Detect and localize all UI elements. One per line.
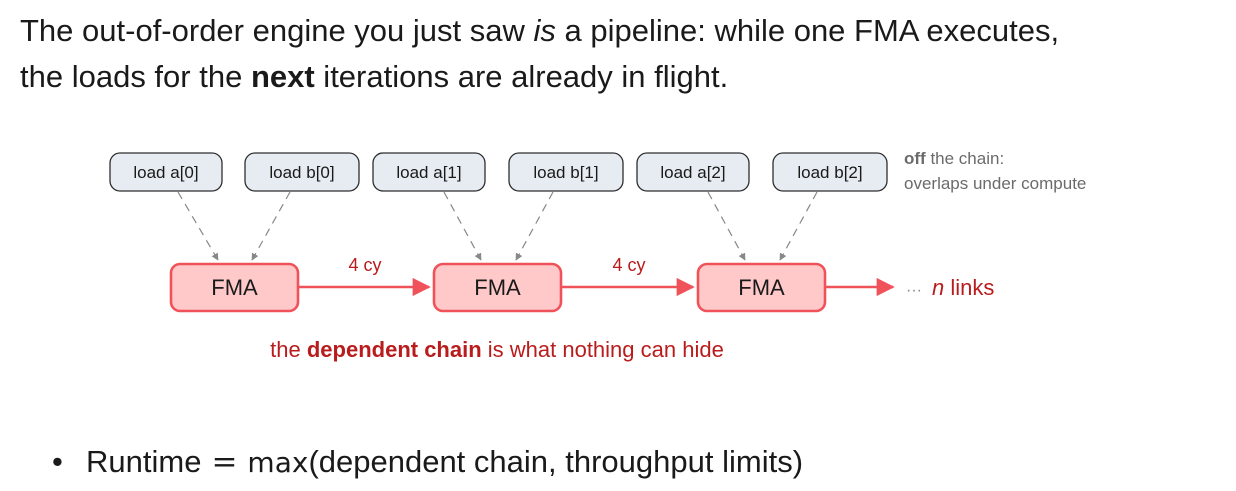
max-arguments: (dependent chain, throughput limits) — [308, 444, 804, 479]
load-label: load a[1] — [396, 163, 461, 182]
runtime-bullet: • Runtime = max(dependent chain, throughput… — [52, 440, 803, 485]
fma-node-2: FMA — [696, 262, 827, 313]
edge-load-b0 — [251, 191, 291, 261]
tail-n: n — [932, 275, 944, 300]
caption-strong: dependent chain — [307, 337, 482, 362]
load-label: load b[1] — [533, 163, 598, 182]
fma-node-0: FMA — [169, 262, 300, 313]
load-node-a0: load a[0] — [109, 152, 223, 192]
note-rest: the chain: — [926, 149, 1004, 168]
load-label: load a[2] — [660, 163, 725, 182]
intro-emphasis: is — [533, 13, 556, 48]
load-label: load b[2] — [797, 163, 862, 182]
runtime-label: Runtime — [86, 444, 202, 479]
intro-text-1: The out-of-order engine you just saw — [20, 13, 534, 48]
load-label: load b[0] — [269, 163, 334, 182]
chain-tail-label: ··· n links — [906, 275, 994, 300]
fma-label: FMA — [211, 275, 258, 300]
note-strong: off — [904, 149, 926, 168]
intro-strong: next — [250, 59, 315, 94]
load-node-b0: load b[0] — [244, 152, 360, 192]
equals-sign: = — [211, 444, 238, 480]
load-node-a2: load a[2] — [636, 152, 750, 192]
edge-load-a2 — [707, 191, 746, 261]
load-node-b2: load b[2] — [772, 152, 888, 192]
edge-load-a1 — [443, 191, 482, 261]
load-node-b1: load b[1] — [508, 152, 624, 192]
intro-text-2: a pipeline: while one FMA executes, — [555, 13, 1060, 48]
fma-label: FMA — [474, 275, 521, 300]
off-chain-note: off the chain: — [904, 149, 1004, 168]
intro-text-4: iterations are already in flight. — [314, 59, 729, 94]
pipeline-diagram: load a[0] load b[0] load a[1] load b[1] … — [109, 149, 1086, 362]
caption-pre: the — [270, 337, 307, 362]
edge-load-a0 — [177, 191, 219, 261]
off-chain-note-line2: overlaps under compute — [904, 174, 1086, 193]
intro-text-3: the loads for the — [20, 59, 251, 94]
load-node-a1: load a[1] — [372, 152, 486, 192]
max-function: max — [247, 446, 309, 479]
load-label: load a[0] — [133, 163, 198, 182]
tail-dots: ··· — [906, 282, 922, 299]
fma-label: FMA — [738, 275, 785, 300]
intro-paragraph: The out-of-order engine you just saw is … — [20, 8, 1220, 100]
bullet-dot: • — [52, 444, 63, 479]
caption-post: is what nothing can hide — [482, 337, 724, 362]
edge-load-b1 — [515, 191, 554, 261]
chain-caption: the dependent chain is what nothing can … — [270, 337, 724, 362]
fma-node-1: FMA — [432, 262, 563, 313]
latency-label-2: 4 cy — [612, 255, 645, 275]
latency-label-1: 4 cy — [348, 255, 381, 275]
edge-load-b2 — [779, 191, 818, 261]
tail-rest: links — [944, 275, 994, 300]
